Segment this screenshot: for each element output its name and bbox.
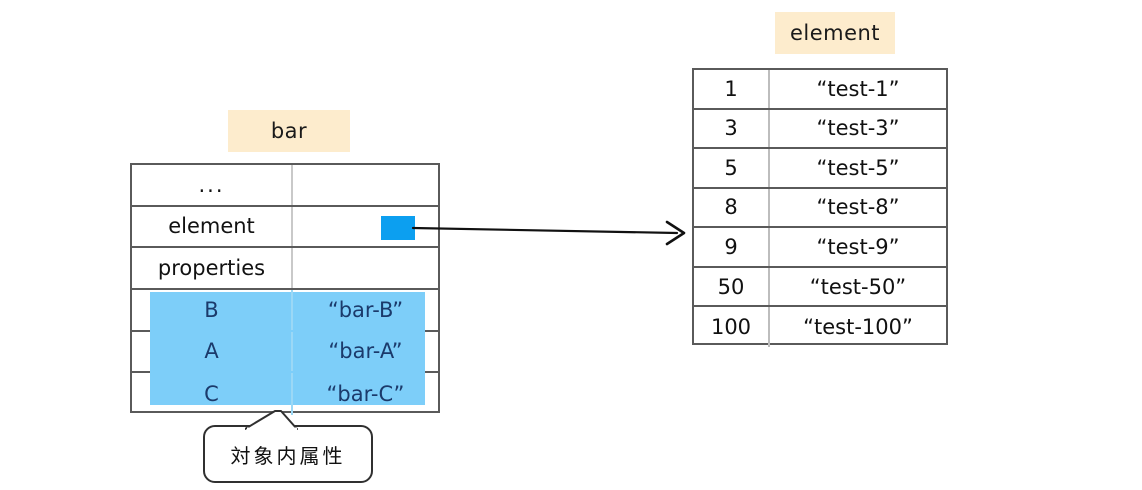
row-key: element: [132, 206, 293, 247]
callout-pointer-icon: [245, 410, 298, 430]
row-value: “test-8”: [816, 195, 900, 220]
row-index: 5: [694, 149, 770, 187]
table-row: B “bar-B”: [132, 289, 438, 332]
element-table-title-chip: element: [775, 12, 895, 54]
row-value: “bar-C”: [326, 382, 405, 407]
row-value: [293, 165, 438, 205]
row-value: “test-1”: [816, 76, 900, 101]
table-row-element: element: [132, 206, 438, 249]
row-value: “test-9”: [816, 235, 900, 260]
table-row: 1 “test-1”: [694, 70, 946, 110]
row-key: properties: [132, 248, 293, 288]
row-value: “test-100”: [803, 315, 913, 340]
table-row: 8 “test-8”: [694, 188, 946, 229]
row-key: ...: [132, 165, 293, 205]
row-index: 50: [694, 267, 770, 306]
row-value: “test-3”: [816, 116, 900, 141]
table-row-properties: properties: [132, 248, 438, 290]
row-value: “bar-B”: [327, 297, 404, 322]
row-index: 1: [694, 70, 770, 108]
table-row: C “bar-C”: [132, 373, 438, 415]
row-key: B: [132, 289, 293, 330]
row-key: C: [132, 373, 293, 415]
table-row: 3 “test-3”: [694, 109, 946, 150]
element-table-title-text: element: [789, 21, 881, 45]
row-value: “bar-A”: [328, 339, 403, 364]
reference-arrow-icon: [411, 220, 686, 246]
own-properties-highlight-band: [150, 292, 425, 405]
row-index: 100: [694, 307, 770, 347]
row-value: “test-50”: [809, 274, 907, 299]
row-key: A: [132, 331, 293, 372]
table-row: 5 “test-5”: [694, 149, 946, 189]
table-row: 50 “test-50”: [694, 267, 946, 308]
own-properties-callout: 対象内属性: [203, 425, 373, 483]
bar-table-title-chip: bar: [228, 110, 350, 152]
table-row: ...: [132, 165, 438, 207]
bar-object-table: ... element properties B “bar-B” A “bar-…: [130, 163, 440, 415]
row-index: 8: [694, 188, 770, 227]
row-index: 9: [694, 228, 770, 266]
element-array-table: 1 “test-1” 3 “test-3” 5 “test-5” 8 “test…: [692, 68, 948, 347]
callout-text: 対象内属性: [230, 443, 346, 468]
element-reference-square-icon: [381, 216, 415, 240]
table-row: A “bar-A”: [132, 331, 438, 374]
table-row: 100 “test-100”: [694, 307, 946, 347]
row-value: “test-5”: [816, 155, 900, 180]
row-index: 3: [694, 109, 770, 148]
bar-table-title-text: bar: [270, 119, 308, 143]
table-row: 9 “test-9”: [694, 228, 946, 268]
